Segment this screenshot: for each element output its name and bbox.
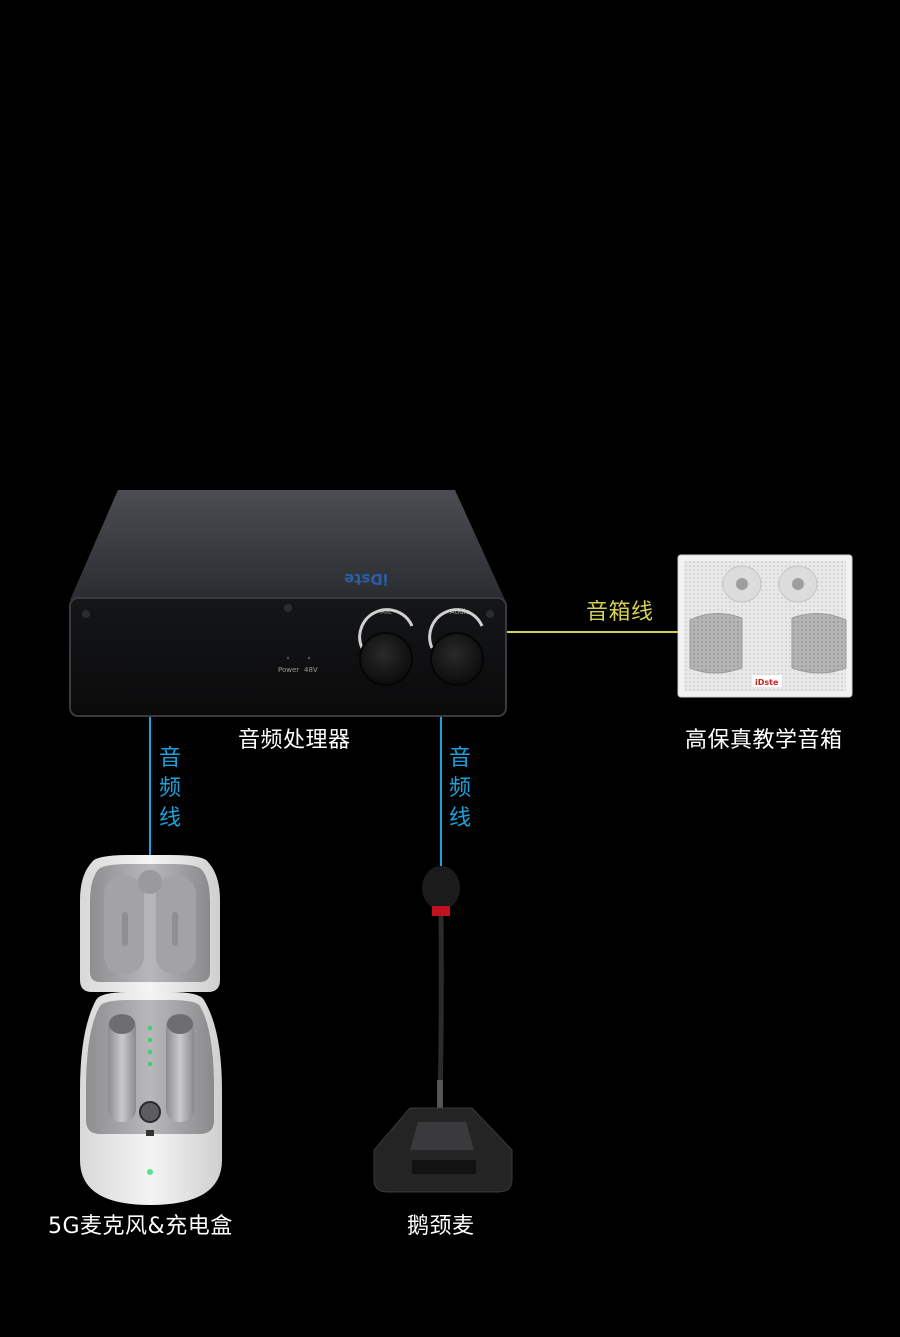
processor-name: 音频处理器 xyxy=(238,728,351,753)
audio-processor: iDste Power 48V Mic Audio xyxy=(69,490,507,717)
audio-cable-right-label: 音 频 线 xyxy=(448,746,471,831)
gooseneck-mic-name: 鹅颈麦 xyxy=(407,1214,475,1239)
power-indicator xyxy=(286,656,290,660)
teaching-speaker: iDste xyxy=(677,554,853,698)
speaker-brand-logo: iDste xyxy=(755,678,779,687)
processor-brand-logo: iDste xyxy=(344,570,388,588)
mic-knob[interactable] xyxy=(358,608,414,686)
audio-knob[interactable] xyxy=(428,608,484,686)
48v-label: 48V xyxy=(304,666,318,674)
mic-knob-label: Mic xyxy=(380,608,392,616)
audio-cable-left-label: 音 频 线 xyxy=(158,746,181,831)
speaker-cable-label: 音箱线 xyxy=(586,600,654,625)
gooseneck-microphone xyxy=(373,866,513,1193)
speaker-name: 高保真教学音箱 xyxy=(685,728,843,753)
wireless-mic-name: 5G麦克风&充电盒 xyxy=(48,1214,233,1239)
48v-indicator xyxy=(307,656,311,660)
wireless-mic-charging-case xyxy=(80,855,222,1205)
audio-knob-label: Audio xyxy=(450,608,470,616)
power-label: Power xyxy=(278,666,299,674)
